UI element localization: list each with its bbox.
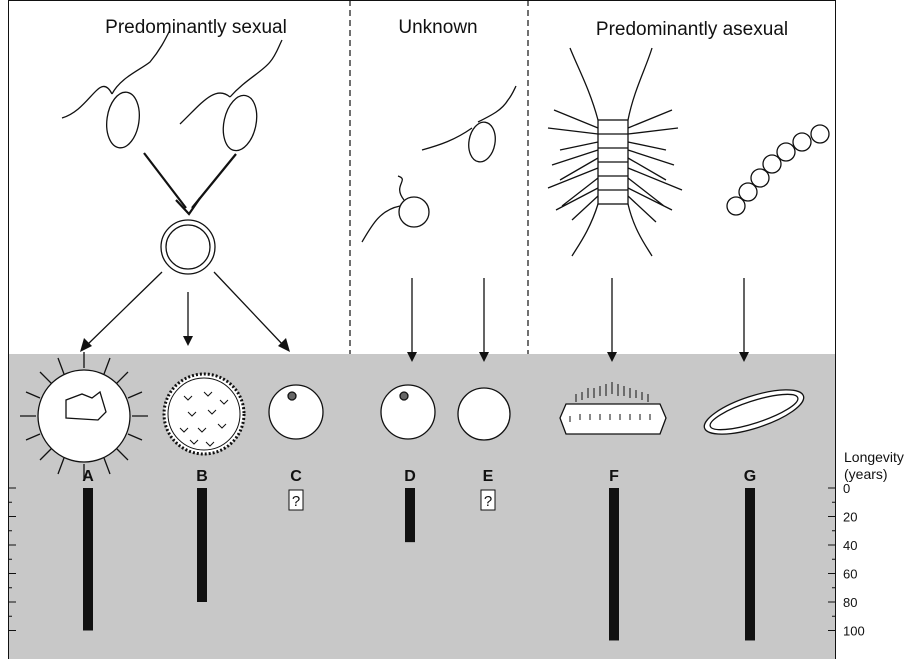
header-predominantly-asexual: Predominantly asexual [596,19,788,40]
header-predominantly-sexual: Predominantly sexual [105,17,287,38]
tick-label: 60 [843,567,857,582]
tick-label: 40 [843,538,857,553]
tick-label: 20 [843,510,857,525]
category-label-a: A [82,468,94,485]
tick-label: 80 [843,595,857,610]
cyst-c-icon [269,385,323,439]
category-label-c: C [290,468,302,485]
unknown-marker-c: ? [292,493,300,510]
longevity-bar-b [197,488,207,602]
longevity-bar-f [609,488,619,640]
tick-label: 0 [843,481,850,496]
cyst-d-icon [381,385,435,439]
cyst-e-icon [458,388,510,440]
unknown-marker-e: ? [484,493,492,510]
category-label-b: B [196,468,208,485]
category-label-g: G [744,468,756,485]
axis-title-longevity: Longevity [844,449,904,465]
category-label-e: E [483,468,494,485]
tick-label: 100 [843,624,865,639]
longevity-bar-g [745,488,755,640]
longevity-bar-d [405,488,415,542]
category-label-d: D [404,468,416,485]
cyst-b-granular-icon [164,374,244,454]
category-label-f: F [609,468,619,485]
axis-title-unit: (years) [844,466,888,482]
longevity-bar-a [83,488,93,631]
header-unknown: Unknown [398,17,477,38]
